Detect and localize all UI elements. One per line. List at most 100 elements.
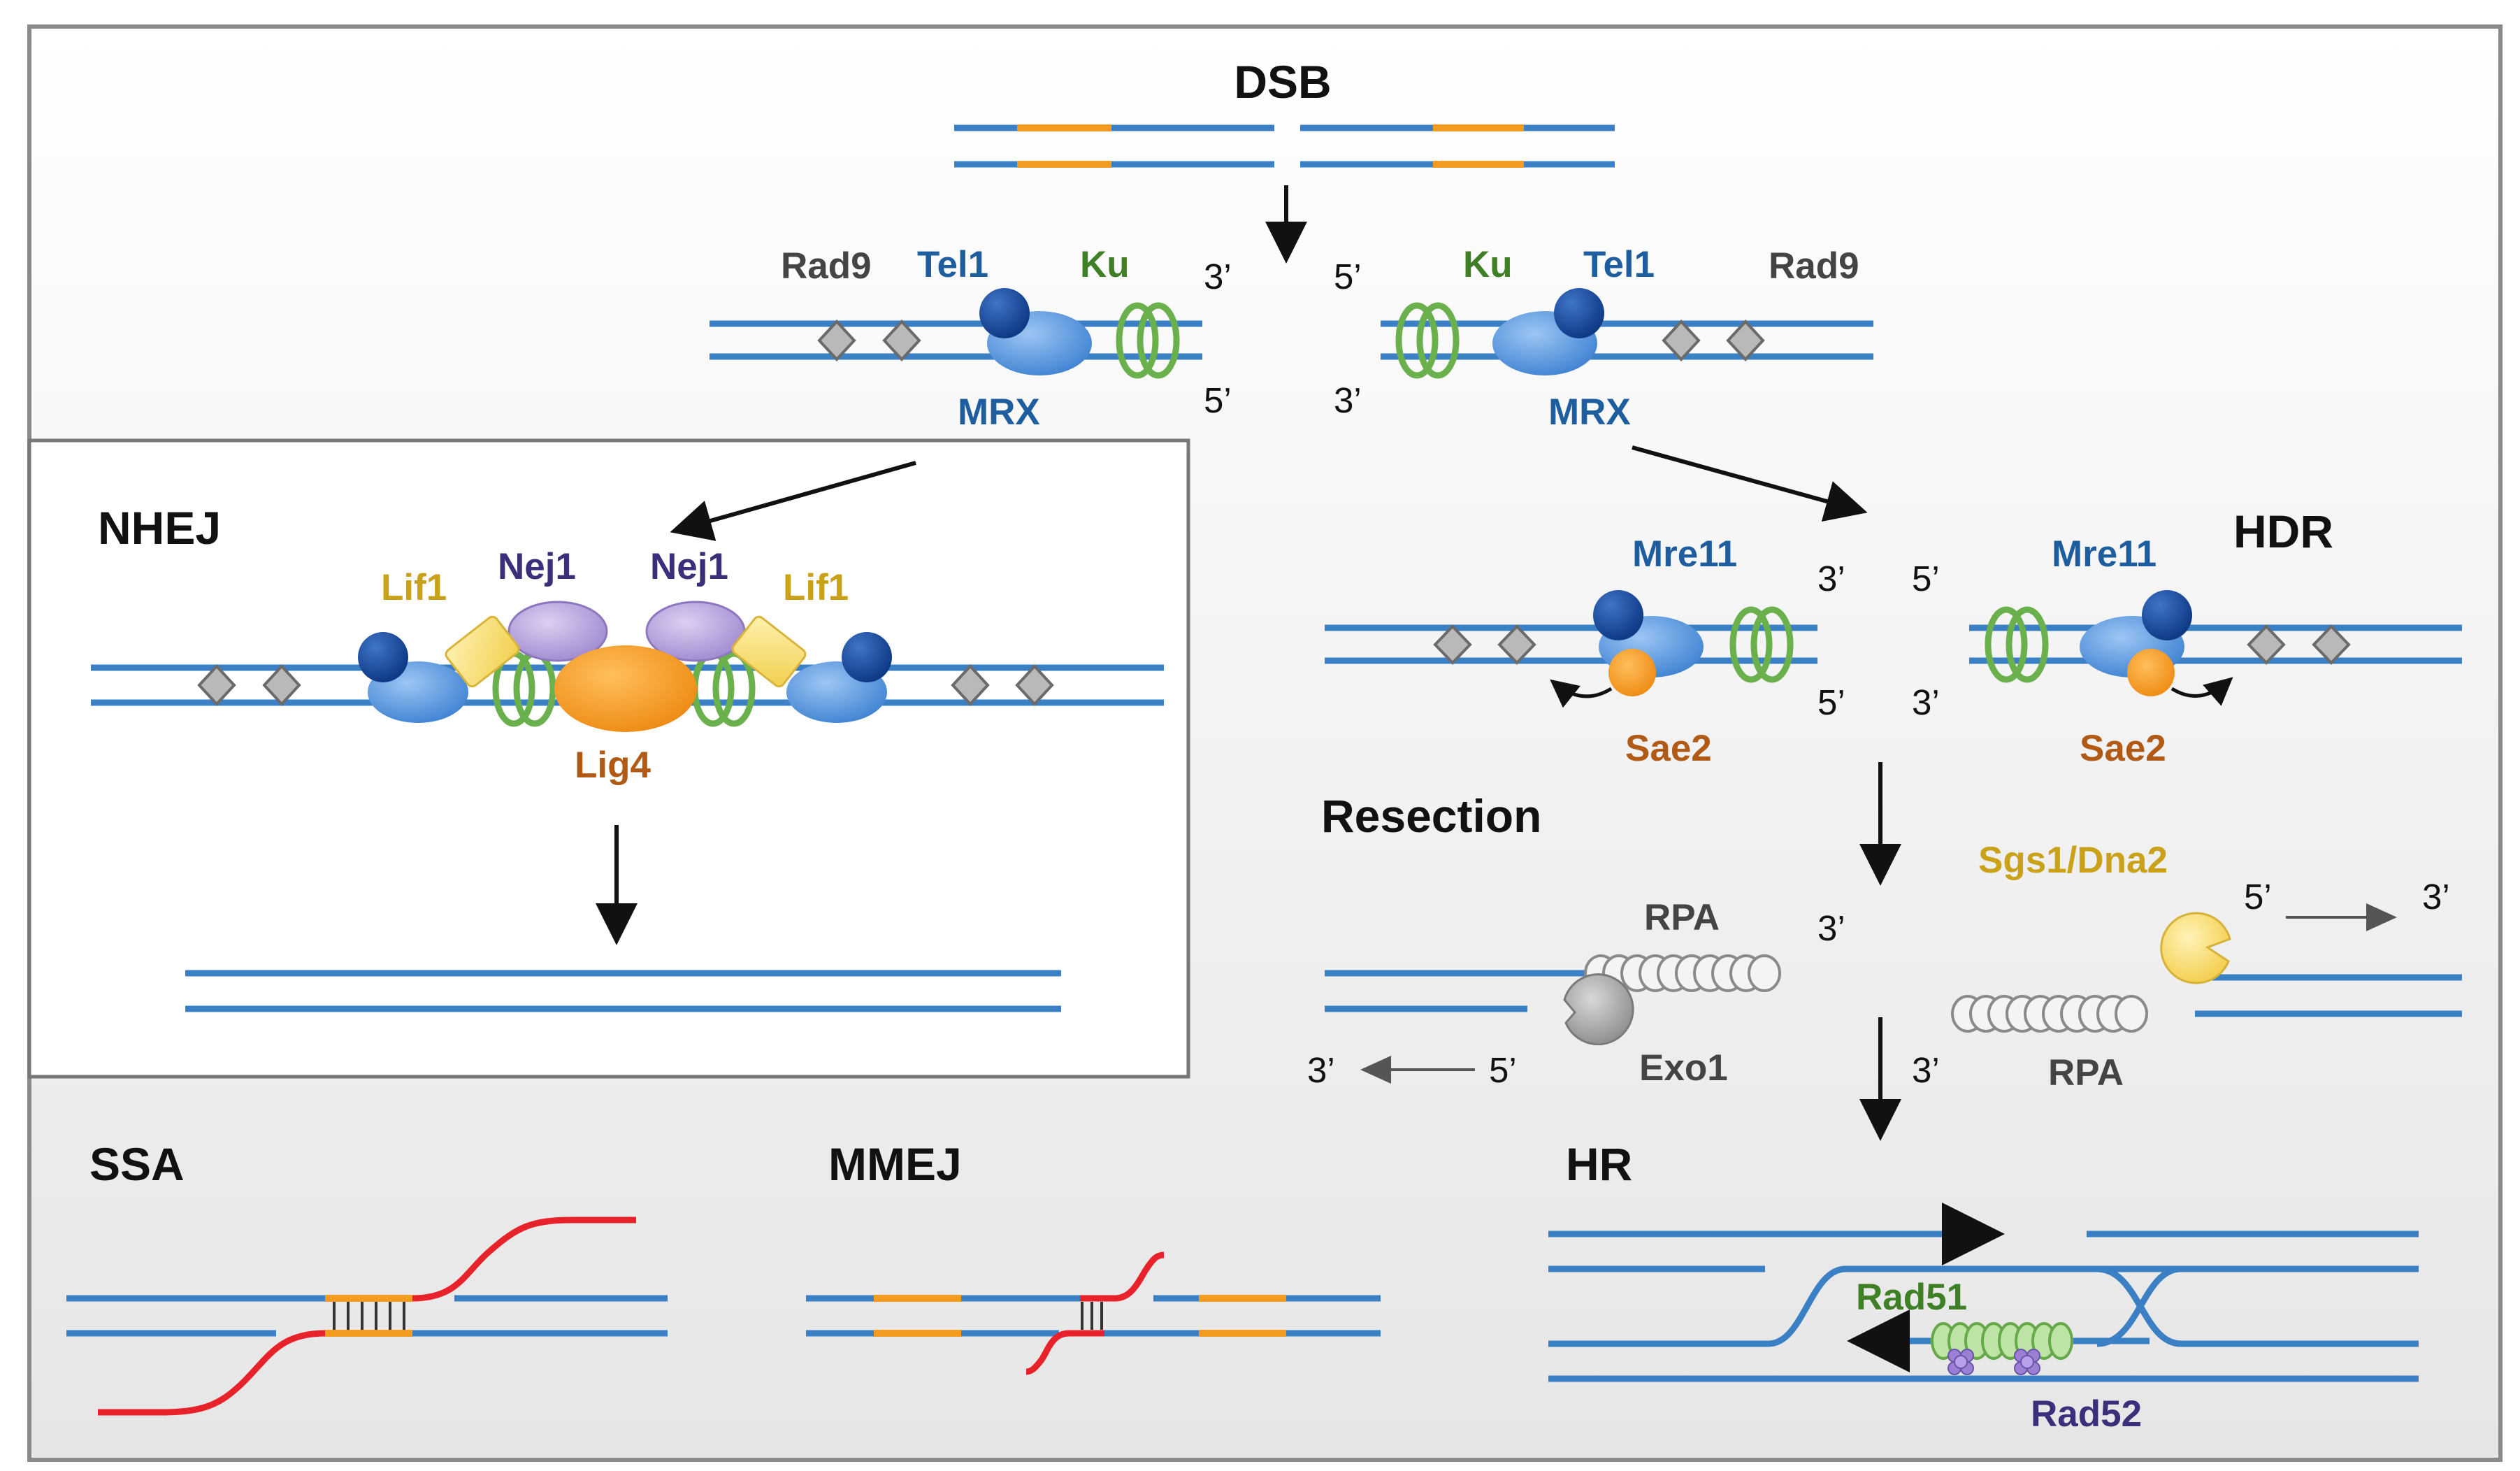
nhej-heading: NHEJ <box>98 502 221 554</box>
rad9-label-left: Rad9 <box>781 245 872 287</box>
tel1-label-left: Tel1 <box>917 244 988 285</box>
ku-label-left: Ku <box>1080 244 1130 285</box>
sae2-stimulation-arrow <box>1550 679 1613 708</box>
sgs1-dna2-label: Sgs1/Dna2 <box>1978 840 2168 881</box>
mmej-flap-bottom <box>1025 1330 1104 1375</box>
lif1-label-left: Lif1 <box>381 567 447 608</box>
ku-ring-icon <box>1416 302 1460 379</box>
five-prime-label: 5’ <box>1204 380 1232 420</box>
tel1-label-right: Tel1 <box>1583 244 1655 285</box>
mrx-label-left: MRX <box>958 392 1040 433</box>
nhej-synapsis: Lif1 Nej1 Nej1 Lif1 Lig4 <box>91 546 1164 786</box>
ku-ring-icon <box>1985 606 2028 683</box>
ku-label-right: Ku <box>1463 244 1513 285</box>
rad9-diamond-icon <box>1015 664 1054 706</box>
five-prime-label: 5’ <box>1334 257 1362 296</box>
ku-ring-icon <box>1116 302 1159 379</box>
dsb-right-end: 5’ 3’ Ku Tel1 Rad9 MRX <box>1334 244 1873 433</box>
rad52-flower-icon <box>2014 1349 2040 1375</box>
rad9-diamond-icon <box>262 664 301 706</box>
mre11-label-left: Mre11 <box>1632 533 1737 575</box>
annealed-base-pairs <box>1081 1302 1103 1330</box>
tel1-ball-icon <box>2142 590 2192 640</box>
rad9-diamond-icon <box>882 320 921 361</box>
hr-strand-invasion: Rad51 Rad52 <box>1548 1203 2419 1435</box>
rad9-label-right: Rad9 <box>1769 245 1859 287</box>
three-prime-label: 3’ <box>1912 682 1940 722</box>
ku-ring-icon <box>1729 606 1773 683</box>
rad9-diamond-icon <box>2247 624 2286 665</box>
hr-heading: HR <box>1566 1138 1632 1190</box>
broken-dsb-dna <box>954 124 1615 168</box>
rad9-diamond-icon <box>817 320 856 361</box>
five-prime-label: 5’ <box>1489 1050 1517 1090</box>
exo1-label: Exo1 <box>1639 1047 1728 1089</box>
mmej-annealing <box>806 1251 1381 1375</box>
rad51-label: Rad51 <box>1856 1277 1967 1318</box>
ku-ring-icon <box>1395 302 1439 379</box>
ssa-annealing <box>66 1217 668 1416</box>
nhej-repaired-dna <box>185 970 1061 1012</box>
lig4-icon <box>554 645 697 732</box>
hdr-left-end: Mre11 Sae2 3’ 5’ <box>1325 533 1845 769</box>
ku-ring-icon <box>1137 302 1180 379</box>
ku-ring-icon <box>1750 606 1794 683</box>
mrx-label-right: MRX <box>1548 392 1631 433</box>
sae2-label-left: Sae2 <box>1625 728 1712 769</box>
hdr-heading: HDR <box>2233 505 2333 557</box>
rpa-bead <box>2115 995 2148 1033</box>
sae2-ball-icon <box>2127 649 2175 696</box>
rad9-diamond-icon <box>1497 624 1536 665</box>
five-prime-label: 5’ <box>2244 877 2272 917</box>
sae2-label-right: Sae2 <box>2080 728 2166 769</box>
rpa-label-left: RPA <box>1644 897 1720 938</box>
sgs1-dna2-resection: Sgs1/Dna2 5’ 3’ 3’ RPA <box>1912 840 2462 1093</box>
tel1-ball-icon <box>1593 590 1643 640</box>
exo1-resection: RPA 3’ 3’ 5’ Exo1 <box>1307 897 1845 1090</box>
rad9-diamond-icon <box>2312 624 2351 665</box>
resection-heading: Resection <box>1321 790 1541 842</box>
three-prime-label: 3’ <box>1334 380 1362 420</box>
rpa-bead <box>1748 954 1781 992</box>
tel1-ball-icon <box>842 632 892 682</box>
nej1-icon <box>507 601 608 662</box>
sae2-ball-icon <box>1608 649 1656 696</box>
arrow-to-nhej <box>670 461 916 541</box>
five-prime-label: 5’ <box>1912 559 1940 598</box>
lif1-label-right: Lif1 <box>783 567 849 608</box>
hdr-right-end: 5’ 3’ Mre11 Sae2 <box>1912 533 2462 769</box>
rpa-bead-icon <box>1951 995 2148 1033</box>
ku-ring-icon <box>2006 606 2049 683</box>
three-prime-label: 3’ <box>1307 1050 1335 1090</box>
mmej-heading: MMEJ <box>828 1138 962 1190</box>
rpa-label-right: RPA <box>2048 1052 2124 1093</box>
three-prime-label: 3’ <box>1912 1050 1940 1090</box>
dsb-left-end: Rad9 Tel1 Ku MRX 3’ 5’ <box>710 244 1232 433</box>
tel1-ball-icon <box>979 288 1030 338</box>
ssa-heading: SSA <box>89 1138 185 1190</box>
five-prime-label: 5’ <box>1817 682 1845 722</box>
lif1-icon <box>445 615 520 688</box>
three-prime-label: 3’ <box>1817 559 1845 598</box>
lif1-icon <box>731 615 807 688</box>
sae2-stimulation-arrow <box>2170 677 2233 706</box>
rad51-bead <box>2048 1322 2073 1360</box>
rad9-diamond-icon <box>1433 624 1472 665</box>
three-prime-label: 3’ <box>1204 257 1232 296</box>
rad9-diamond-icon <box>1726 320 1765 361</box>
dsb-heading: DSB <box>1234 56 1331 108</box>
rad9-diamond-icon <box>197 664 236 706</box>
nuclease-pacman-icon <box>2160 912 2231 984</box>
nuclease-pacman-icon <box>1563 973 1634 1046</box>
rad52-label: Rad52 <box>2031 1393 2142 1435</box>
nej1-label-right: Nej1 <box>650 546 728 587</box>
rad52-flower-icon <box>1947 1349 1974 1375</box>
mmej-flap-top <box>1080 1251 1165 1302</box>
rad9-diamond-icon <box>1662 320 1701 361</box>
ssa-flap-top <box>412 1217 636 1302</box>
rad9-diamond-icon <box>951 664 990 706</box>
lig4-label: Lig4 <box>575 745 651 786</box>
annealed-base-pairs <box>333 1302 405 1330</box>
mre11-label-right: Mre11 <box>2052 533 2157 575</box>
